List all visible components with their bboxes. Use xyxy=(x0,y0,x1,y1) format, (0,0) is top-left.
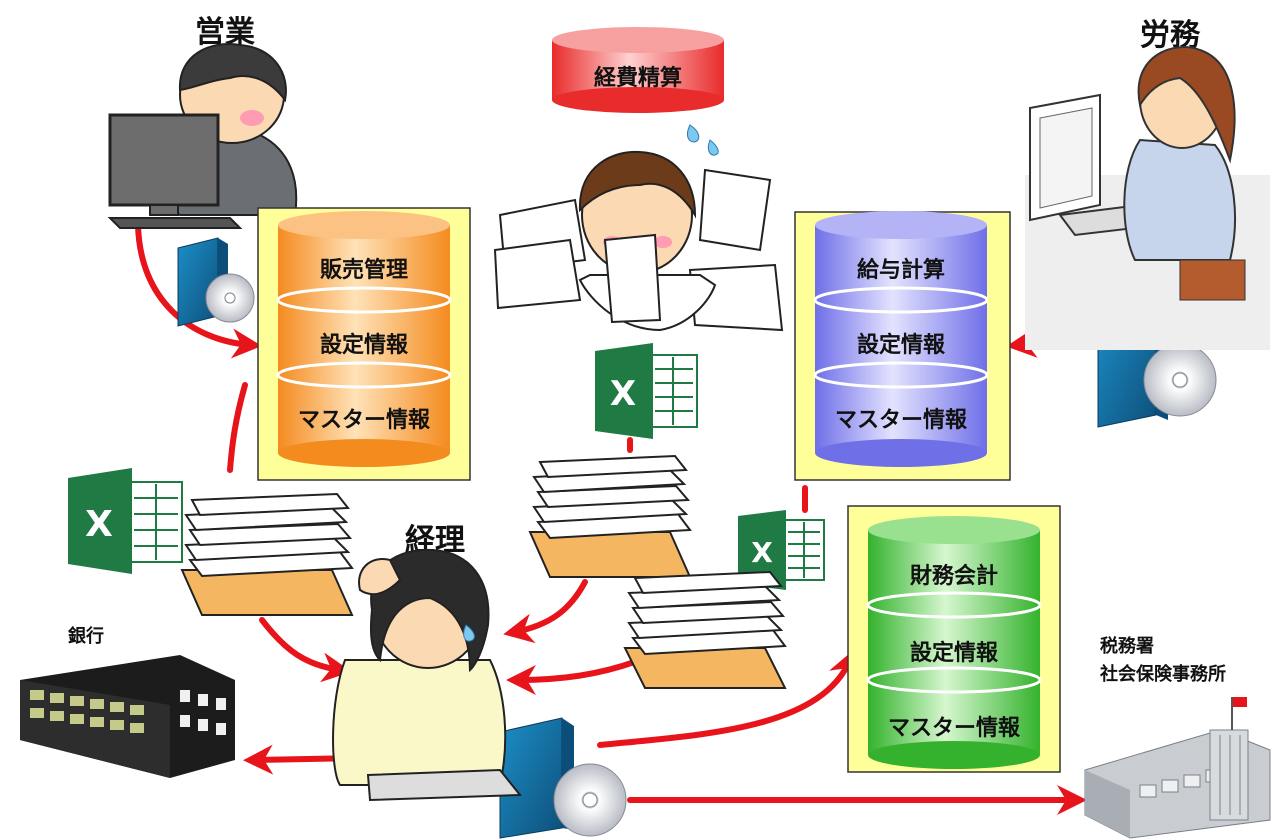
excel-letter: X xyxy=(610,374,636,414)
expense-db: 経費精算 xyxy=(552,27,724,113)
label-tax-office: 税務署 xyxy=(1100,635,1154,657)
expense-db-label: 経費精算 xyxy=(594,65,682,91)
label-bank: 銀行 xyxy=(68,625,104,647)
payroll-db-cylinder xyxy=(813,211,989,467)
payroll-db-panel: 給与計算 設定情報 マスター情報 xyxy=(794,211,1011,481)
finance-db-layer-1: 財務会計 xyxy=(910,563,998,589)
arrow-sales-to-salesdb xyxy=(135,222,262,359)
document-stack-icon xyxy=(623,570,787,689)
sales-db-layer-1: 販売管理 xyxy=(320,257,408,283)
finance-db-panel: 財務会計 設定情報 マスター情報 xyxy=(847,505,1061,773)
excel-icon: X xyxy=(595,343,698,439)
stressed-clerk-illustration xyxy=(493,124,784,332)
arrow-accounting-to-finance xyxy=(597,648,857,748)
sales-db-panel: 販売管理 設定情報 マスター情報 xyxy=(257,207,471,481)
document-stack-icon xyxy=(528,454,692,578)
payroll-db-layer-1: 給与計算 xyxy=(857,257,945,283)
sales-person-illustration xyxy=(107,43,298,229)
government-building-icon xyxy=(1084,697,1271,839)
software-box-icon xyxy=(177,237,255,327)
accounting-person-illustration xyxy=(332,548,523,802)
software-box-icon xyxy=(499,717,627,839)
sales-db-layer-2: 設定情報 xyxy=(320,332,409,358)
finance-db-layer-2: 設定情報 xyxy=(910,640,999,666)
arrow-docs-to-accounting xyxy=(259,617,352,683)
arrow-expense-docs-to-accounting xyxy=(503,579,588,644)
sales-db-layer-3: マスター情報 xyxy=(298,407,431,433)
excel-letter: X xyxy=(85,504,113,545)
finance-db-layer-3: マスター情報 xyxy=(888,715,1021,741)
excel-letter: X xyxy=(751,536,773,569)
arrow-salesdb-to-excel xyxy=(227,382,248,473)
label-social-insurance-office: 社会保険事務所 xyxy=(1100,663,1226,685)
bank-building-icon xyxy=(20,655,235,778)
excel-icon: X xyxy=(738,510,825,590)
excel-icon: X xyxy=(68,468,183,574)
finance-db-cylinder xyxy=(866,516,1042,769)
payroll-db-layer-3: マスター情報 xyxy=(835,407,968,433)
labor-person-illustration xyxy=(1025,46,1270,350)
arrow-payroll-docs-to-accounting xyxy=(506,657,643,695)
payroll-db-layer-2: 設定情報 xyxy=(857,332,946,358)
document-stack-icon xyxy=(180,492,354,616)
sales-db-cylinder xyxy=(276,211,452,467)
